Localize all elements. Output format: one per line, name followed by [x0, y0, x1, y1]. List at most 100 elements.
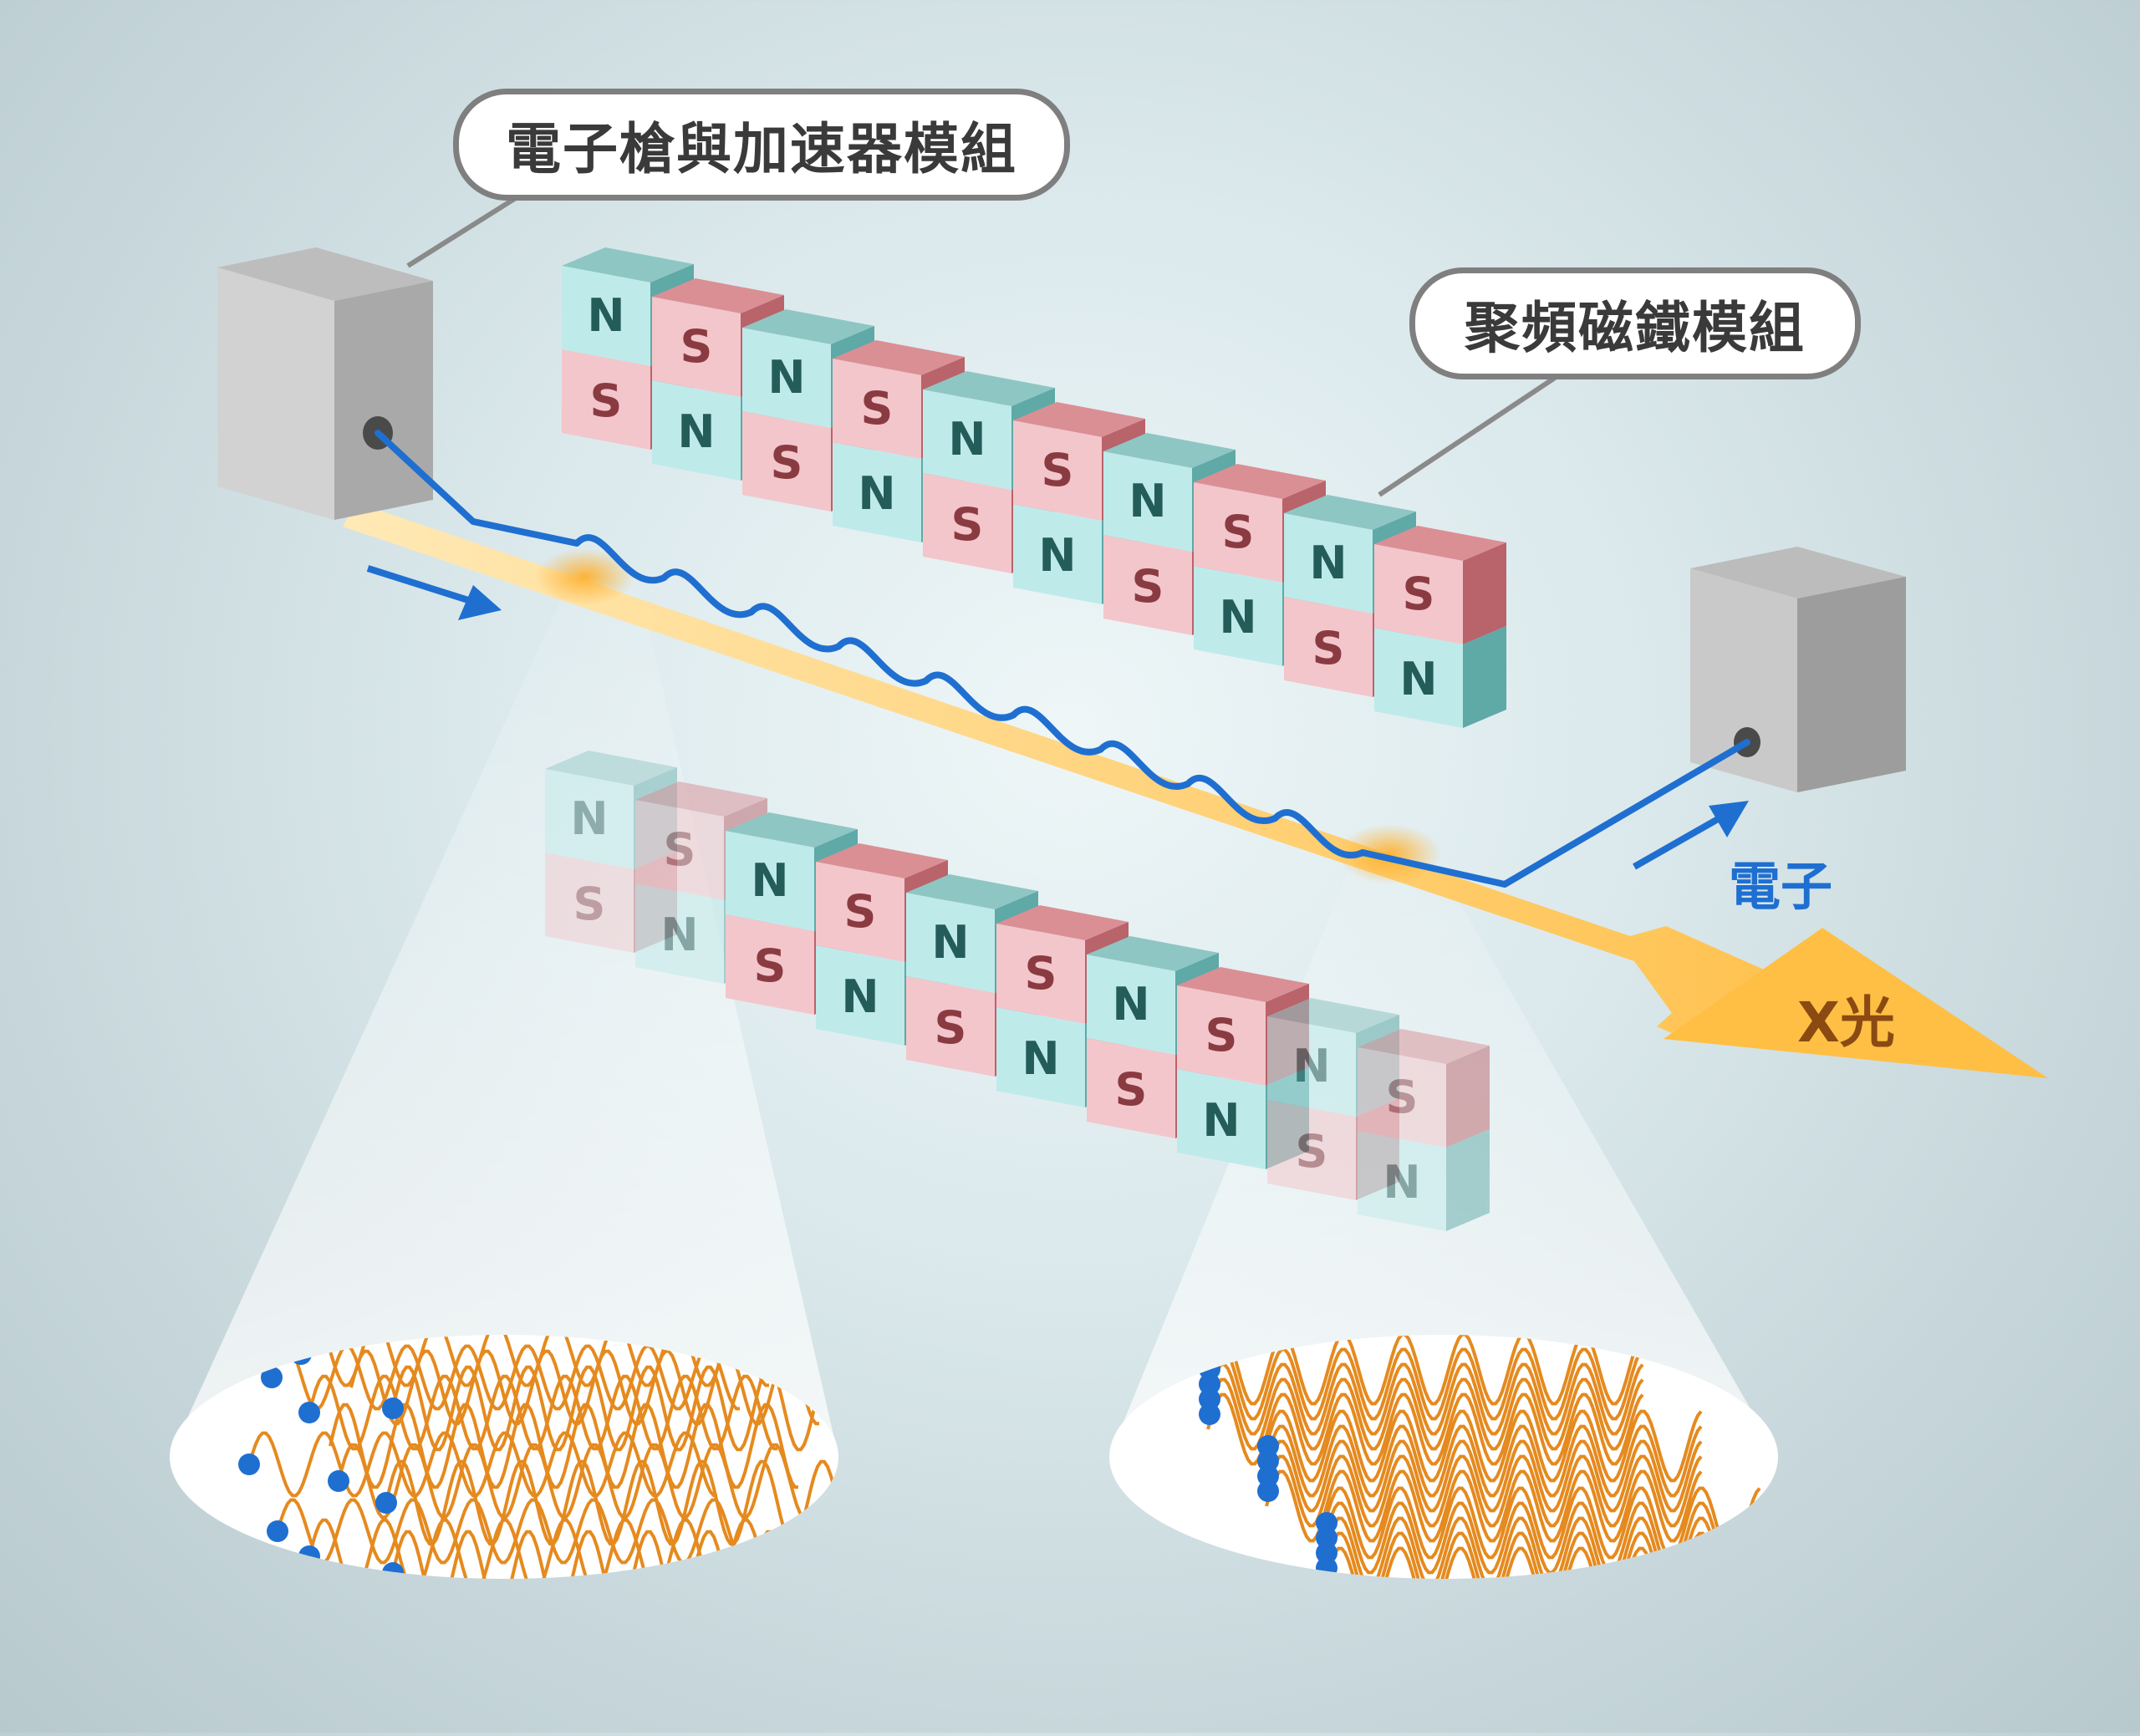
magnet-pole-label: N: [841, 970, 879, 1023]
magnet-block: SN: [1358, 1029, 1490, 1231]
emission-wave: [1206, 1392, 1644, 1466]
emission-wave: [385, 1459, 838, 1546]
electron-flow-arrow-icon: [366, 565, 502, 620]
magnet-pole-label: S: [861, 382, 894, 435]
emission-wave: [1206, 1362, 1644, 1436]
magnet-pole-label: N: [1038, 529, 1076, 582]
emission-wave: [1265, 1409, 1703, 1483]
electron-dot: [1316, 1527, 1338, 1549]
xray-arrow-icon: [1664, 928, 2048, 1078]
electron-exit-arrow-icon: [1633, 801, 1749, 870]
electron-dot: [1199, 1373, 1220, 1395]
magnet-pole-label: N: [1219, 591, 1256, 644]
gun-label-connector: [406, 194, 520, 268]
magnet-pole-label: S: [1386, 1071, 1419, 1123]
magnet-block: NS: [1267, 998, 1399, 1200]
emission-wave: [1323, 1501, 1761, 1575]
electron-dot: [1316, 1557, 1338, 1579]
electron-gun-box: [217, 247, 433, 520]
magnet-pole-label: N: [660, 909, 698, 961]
left-zoom-cone: [170, 568, 838, 1457]
left-glow: [535, 548, 635, 605]
magnet-pole-label: N: [948, 413, 986, 466]
magnet-pole-label: N: [677, 405, 715, 458]
magnet-pole-label: N: [767, 351, 805, 404]
electron-dot: [1257, 1435, 1279, 1457]
magnet-pole-label: S: [1132, 560, 1164, 613]
magnet-pole-label: S: [754, 939, 787, 992]
emission-wave: [1323, 1486, 1761, 1560]
electron-dot: [267, 1520, 288, 1542]
right-glow: [1338, 824, 1441, 884]
magnet-pole-label: S: [1312, 622, 1345, 675]
undulator-magnet-label: 聚頻磁鐵模組: [1409, 267, 1861, 379]
emission-wave: [308, 1374, 777, 1451]
emission-wave: [1323, 1546, 1761, 1579]
magnet-pole-label: N: [751, 854, 788, 907]
magnet-pole-label: N: [931, 916, 969, 969]
electron-trajectory: [374, 430, 1750, 888]
magnet-pole-label: S: [1296, 1125, 1328, 1178]
magnet-pole-label: S: [771, 436, 803, 489]
electron-dot: [1257, 1465, 1279, 1487]
magnet-pole-label: S: [1115, 1063, 1148, 1116]
emission-wave: [1265, 1424, 1703, 1498]
magnet-pole-label: S: [1403, 568, 1435, 620]
beam-dump-box: [1690, 547, 1906, 792]
xray-label: X光: [1797, 990, 1895, 1055]
electron-dot: [328, 1470, 349, 1492]
magnet-pole-label: N: [570, 792, 608, 845]
magnet-pole-label: N: [1202, 1094, 1240, 1147]
magnet-pole-label: S: [1222, 506, 1255, 558]
electron-dot: [1257, 1480, 1279, 1502]
magnet-block: NS: [923, 371, 1055, 573]
magnet-pole-label: S: [1025, 947, 1057, 1000]
electron-dot: [298, 1402, 320, 1423]
emission-wave: [349, 1349, 819, 1426]
magnet-pole-label: S: [1205, 1009, 1238, 1061]
electron-label: 電子: [1729, 856, 1833, 917]
magnet-pole-label: S: [951, 498, 984, 551]
magnet-pole-label: S: [1042, 444, 1074, 496]
magnet-pole-label: S: [590, 374, 623, 427]
electron-dot: [382, 1397, 404, 1419]
electron-gun-accelerator-label: 電子槍與加速器模組: [453, 89, 1070, 201]
emission-wave: [1206, 1377, 1644, 1451]
magnet-pole-label: N: [1292, 1040, 1330, 1092]
electron-dot: [1199, 1388, 1220, 1410]
emission-wave: [329, 1403, 798, 1489]
emission-wave: [276, 1498, 746, 1565]
magnet-pole-label: N: [1309, 537, 1347, 589]
magnet-pole-label: S: [935, 1001, 967, 1054]
electron-dot: [1199, 1403, 1220, 1425]
magnet-pole-label: N: [587, 289, 624, 342]
magnet-pole-label: S: [664, 823, 696, 876]
magnet-pole-label: N: [1383, 1156, 1420, 1209]
electron-dot: [238, 1453, 260, 1475]
magnet-pole-label: N: [1129, 475, 1166, 527]
magnet-pole-label: N: [858, 467, 895, 520]
magnet-pole-label: S: [844, 885, 877, 938]
magnet-pole-label: N: [1112, 978, 1149, 1031]
electron-dot: [298, 1545, 320, 1567]
magnet-block: NS: [1284, 495, 1416, 697]
magnet-pole-label: N: [1399, 653, 1437, 705]
electron-dot: [375, 1492, 397, 1514]
magnet-block: SN: [816, 843, 948, 1046]
magnet-pole-label: S: [573, 878, 606, 930]
electron-dot: [1316, 1512, 1338, 1534]
emission-wave: [1206, 1347, 1644, 1421]
magnet-pole-label: N: [1022, 1032, 1059, 1085]
magnet-pole-label: S: [680, 320, 713, 373]
emission-wave: [1265, 1454, 1703, 1528]
emission-wave: [1265, 1469, 1703, 1543]
emission-wave: [1265, 1439, 1703, 1513]
electron-dot: [1257, 1450, 1279, 1472]
magnet-label-connector: [1378, 375, 1557, 497]
left-zoom-ellipse: [170, 1335, 838, 1579]
electron-dot: [382, 1562, 404, 1579]
electron-dot: [261, 1367, 283, 1388]
